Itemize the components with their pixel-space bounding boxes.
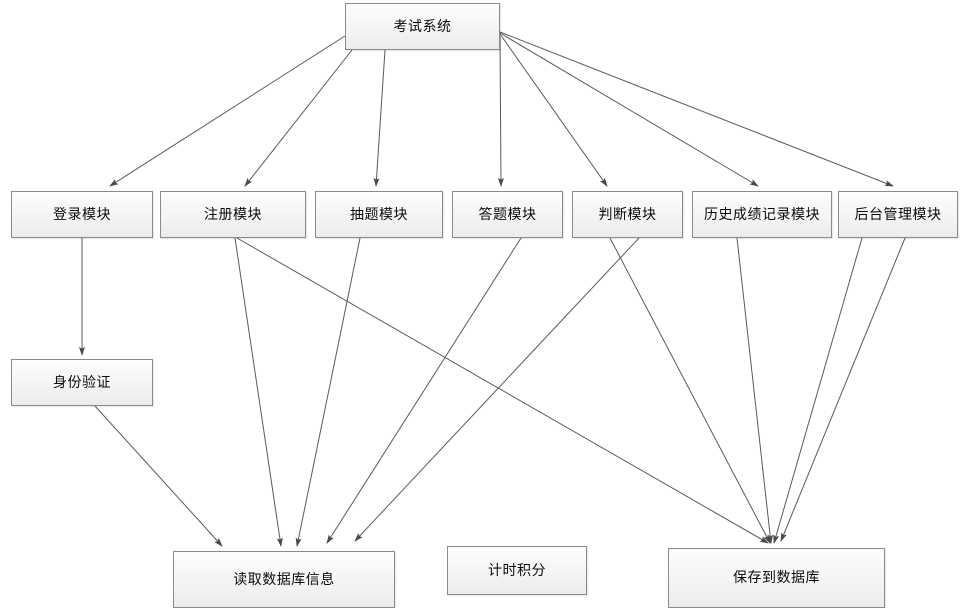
node-score[interactable]: 计时积分: [447, 546, 587, 595]
node-judge[interactable]: 判断模块: [572, 191, 683, 238]
edge-root-to-register: [244, 49, 353, 187]
node-savedb[interactable]: 保存到数据库: [668, 548, 885, 608]
node-label-answer: 答题模块: [478, 206, 537, 223]
node-draw[interactable]: 抽题模块: [315, 191, 443, 238]
node-readdb[interactable]: 读取数据库信息: [173, 551, 395, 608]
node-label-history: 历史成绩记录模块: [704, 206, 820, 223]
node-history[interactable]: 历史成绩记录模块: [692, 191, 832, 238]
edge-register-to-readdb: [234, 237, 283, 547]
node-label-register: 注册模块: [204, 206, 262, 223]
edge-root-to-login: [109, 35, 346, 187]
node-label-root: 考试系统: [393, 18, 452, 35]
node-label-login: 登录模块: [53, 206, 111, 223]
edge-judge-to-savedb: [609, 237, 771, 544]
edge-admin-to-readdb: [780, 237, 906, 542]
node-register[interactable]: 注册模块: [160, 191, 306, 238]
edge-draw-to-readdb: [295, 237, 361, 547]
edge-root-to-history: [499, 32, 759, 187]
edge-judge-to-readdb: [354, 237, 640, 542]
edge-admin-to-savedb: [773, 237, 863, 544]
node-root[interactable]: 考试系统: [345, 3, 500, 50]
node-label-draw: 抽题模块: [350, 206, 408, 223]
edge-root-to-admin: [499, 31, 894, 187]
edge-register-to-savedb: [236, 237, 769, 544]
node-label-admin: 后台管理模块: [854, 206, 942, 223]
node-admin[interactable]: 后台管理模块: [838, 191, 958, 238]
edge-root-to-judge: [499, 33, 608, 187]
node-label-readdb: 读取数据库信息: [233, 571, 335, 588]
node-answer[interactable]: 答题模块: [452, 191, 563, 238]
edge-root-to-draw: [373, 49, 386, 187]
edge-history-to-savedb: [736, 237, 774, 544]
node-label-savedb: 保存到数据库: [733, 570, 820, 586]
node-label-judge: 判断模块: [598, 206, 657, 223]
node-auth[interactable]: 身份验证: [11, 359, 153, 406]
node-label-score: 计时积分: [488, 562, 546, 579]
edge-auth-to-readdb: [94, 405, 223, 547]
node-login[interactable]: 登录模块: [11, 191, 153, 238]
node-label-auth: 身份验证: [53, 374, 111, 391]
edge-root-to-answer: [497, 35, 504, 187]
edge-answer-to-readdb: [326, 237, 522, 544]
